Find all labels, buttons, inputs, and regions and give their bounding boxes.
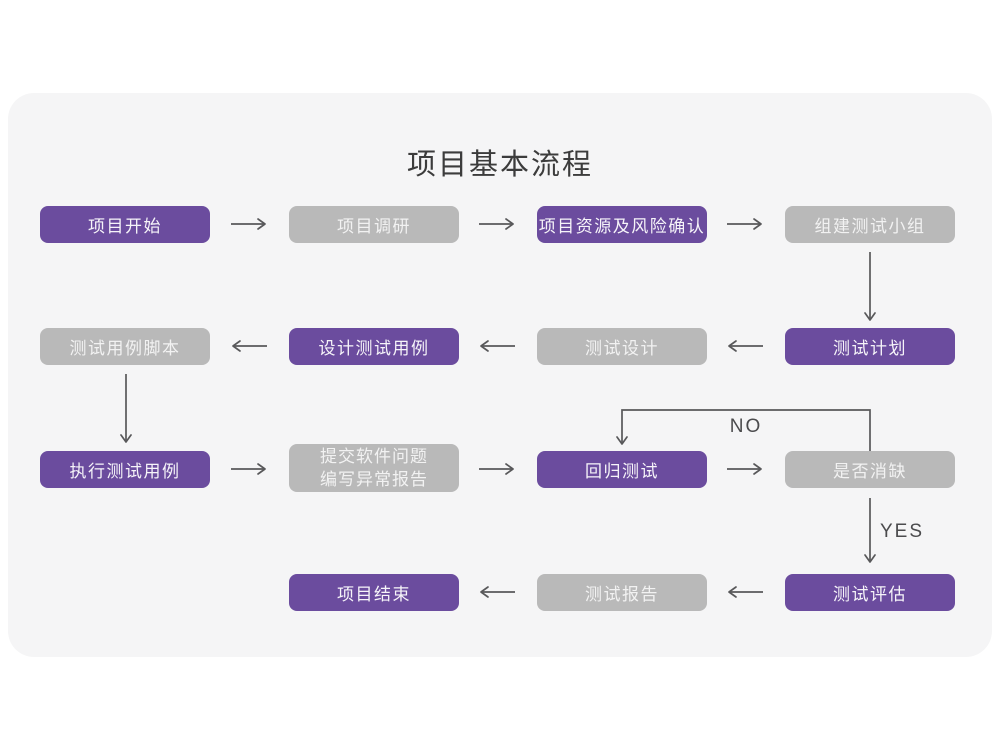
edge-label-no: NO — [729, 416, 763, 437]
flow-node-design-test-case: 设计测试用例 — [289, 328, 459, 365]
flow-node-test-plan: 测试计划 — [785, 328, 955, 365]
flow-node-regression-test: 回归测试 — [537, 451, 707, 488]
flow-node-test-design: 测试设计 — [537, 328, 707, 365]
flow-node-test-case-script: 测试用例脚本 — [40, 328, 210, 365]
flow-node-defect-cleared: 是否消缺 — [785, 451, 955, 488]
flowchart-card-background — [8, 93, 992, 657]
flow-node-submit-issue-report: 提交软件问题 编写异常报告 — [289, 444, 459, 492]
flow-node-resource-risk: 项目资源及风险确认 — [537, 206, 707, 243]
page-title: 项目基本流程 — [406, 149, 593, 181]
edge-label-yes: YES — [880, 521, 925, 542]
flow-node-execute-test-case: 执行测试用例 — [40, 451, 210, 488]
flow-node-project-start: 项目开始 — [40, 206, 210, 243]
flow-node-project-research: 项目调研 — [289, 206, 459, 243]
flow-node-test-report: 测试报告 — [537, 574, 707, 611]
flow-node-build-test-team: 组建测试小组 — [785, 206, 955, 243]
flow-node-project-end: 项目结束 — [289, 574, 459, 611]
flow-node-test-evaluation: 测试评估 — [785, 574, 955, 611]
